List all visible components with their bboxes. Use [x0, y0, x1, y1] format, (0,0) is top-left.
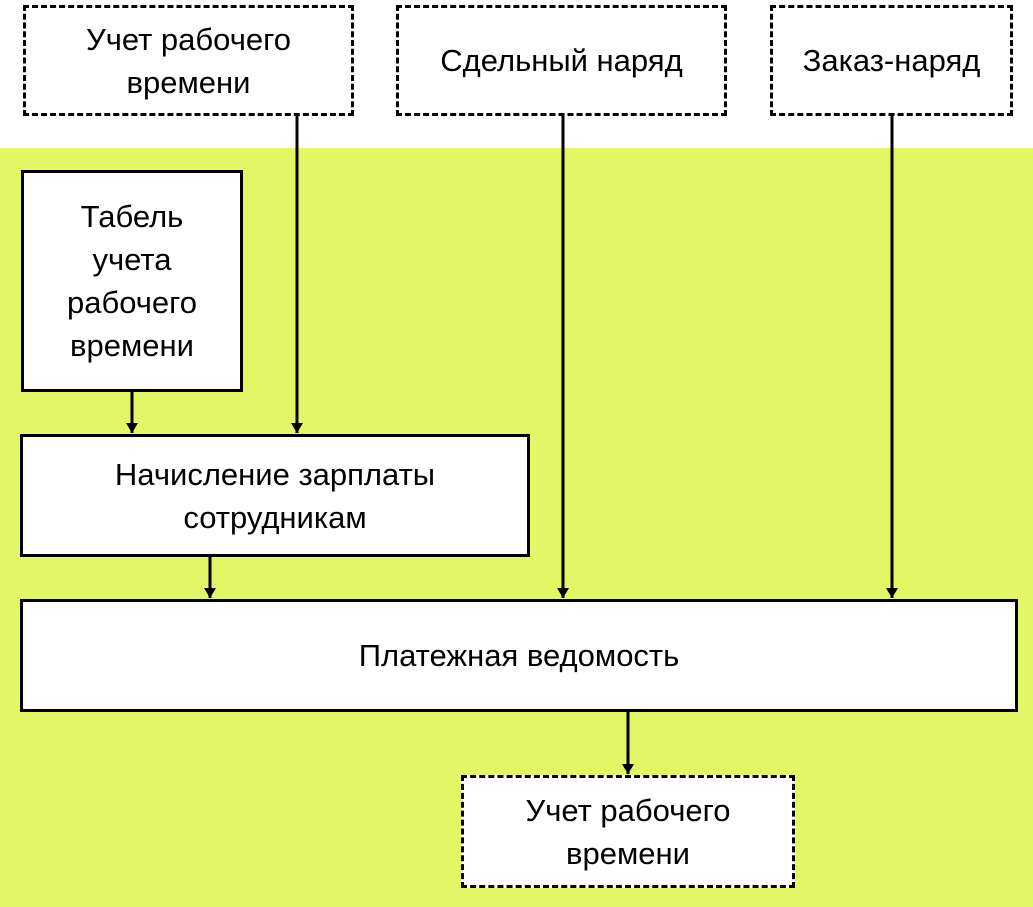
- node-time-tracking-bottom-label: Учет рабочего времени: [525, 792, 731, 871]
- node-time-tracking-top-label: Учет рабочего времени: [86, 21, 291, 100]
- node-piece-order-label: Сдельный наряд: [440, 43, 683, 78]
- node-payroll-calc-label: Начисление зарплаты сотрудникам: [114, 456, 436, 535]
- node-timesheet: Табель учета рабочего времени: [21, 170, 243, 392]
- node-timesheet-label: Табель учета рабочего времени: [66, 199, 198, 363]
- node-pay-statement-label: Платежная ведомость: [358, 638, 680, 673]
- node-pay-statement: Платежная ведомость: [20, 599, 1018, 712]
- node-payroll-calc: Начисление зарплаты сотрудникам: [20, 434, 530, 557]
- node-time-tracking-top: Учет рабочего времени: [23, 5, 354, 116]
- node-piece-order: Сдельный наряд: [396, 5, 727, 116]
- node-work-order: Заказ-наряд: [770, 5, 1013, 116]
- node-work-order-label: Заказ-наряд: [802, 43, 981, 78]
- node-time-tracking-bottom: Учет рабочего времени: [461, 775, 795, 888]
